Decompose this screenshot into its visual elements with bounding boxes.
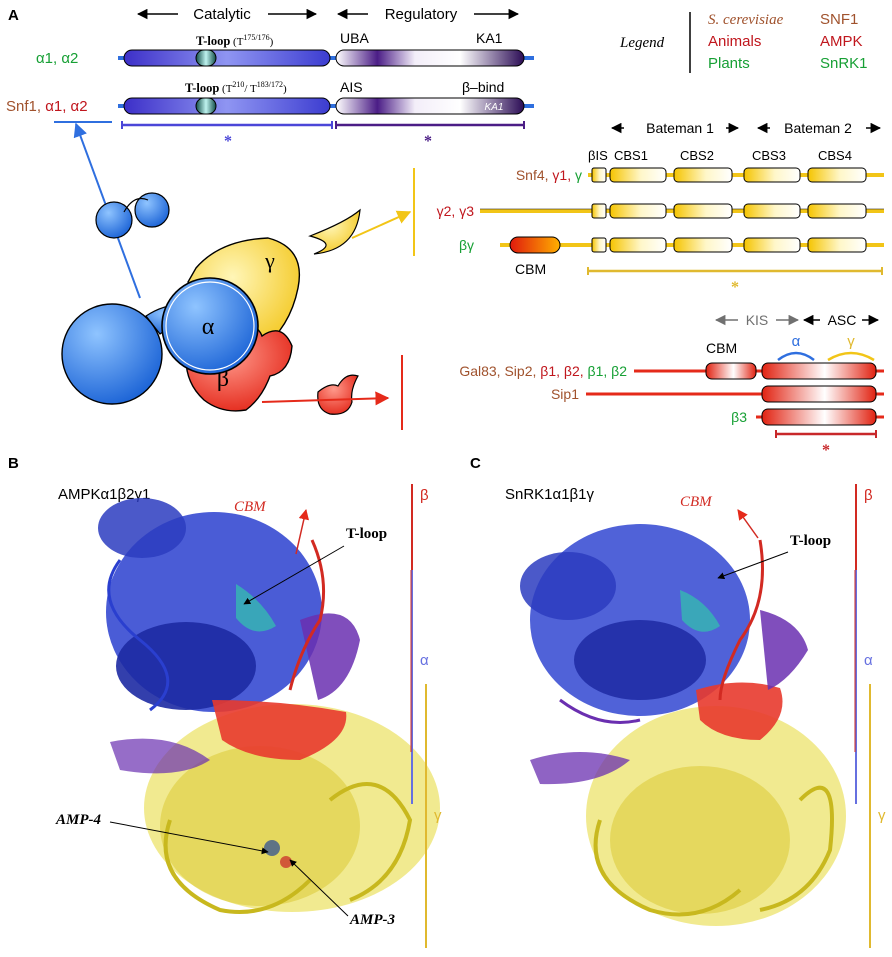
gamma-domain-bar-1 xyxy=(588,168,884,182)
beta-bind-label: β–bind xyxy=(462,79,504,95)
ais-label: AIS xyxy=(340,79,363,95)
legend-plant-group: Plants xyxy=(708,55,750,72)
panel-b-amp4-label: AMP-4 xyxy=(55,812,102,828)
beta-row3-species: β3 xyxy=(731,409,747,425)
tloop-label-bottom: T-loop (T210/ T183/172) xyxy=(185,80,287,95)
panel-b-gamma-label: γ xyxy=(434,807,442,824)
beta-domain-bar-3 xyxy=(756,409,884,425)
legend-yeast-complex: SNF1 xyxy=(820,11,858,28)
panel-b-cbm-label: CBM xyxy=(234,499,267,515)
bis-label: βIS xyxy=(588,148,608,163)
panel-b-cbm-arrow xyxy=(296,510,306,554)
alpha-catalytic-bracket xyxy=(122,121,332,129)
bateman2-label: Bateman 2 xyxy=(784,120,852,136)
panel-c-title: SnRK1α1β1γ xyxy=(505,486,595,503)
tloop-segment xyxy=(196,50,216,66)
beta-bracket xyxy=(776,430,876,438)
legend-animal-complex: AMPK xyxy=(820,33,863,50)
cartoon-alpha-label: α xyxy=(202,314,215,340)
cbs2-label: CBS2 xyxy=(680,148,714,163)
panel-b-beta-label: β xyxy=(420,487,429,504)
alpha-domain-bar-yeast xyxy=(118,98,534,114)
gamma-cbm-label: CBM xyxy=(515,261,546,277)
alpha-kinase-lobe xyxy=(62,304,162,404)
snrk1-structure-ribbon xyxy=(520,524,846,926)
alpha-species-yeast-animal: Snf1, α1, α2 xyxy=(6,98,88,115)
uba-label: UBA xyxy=(340,30,369,46)
ka1-label: KA1 xyxy=(476,30,503,46)
legend-yeast-group: S. cerevisiae xyxy=(708,12,784,28)
beta-alpha-binding-arc xyxy=(778,353,814,360)
alpha-catalytic-star: * xyxy=(224,133,232,150)
alpha-species-animal-plant: α1, α2 xyxy=(36,50,78,67)
panel-c-beta-label: β xyxy=(864,487,873,504)
bateman1-label: Bateman 1 xyxy=(646,120,714,136)
ampk-structure-ribbon xyxy=(98,498,440,912)
ka1-inset-label: KA1 xyxy=(485,102,504,113)
gamma-star: * xyxy=(731,279,739,296)
regulatory-label: Regulatory xyxy=(385,6,458,23)
panel-b-amp3-label: AMP-3 xyxy=(349,912,396,928)
cbs3-label: CBS3 xyxy=(752,148,786,163)
asc-label: ASC xyxy=(828,312,857,328)
cartoon-gamma-label: γ xyxy=(264,248,275,273)
panel-a-label: A xyxy=(8,7,19,24)
gamma-row3-species: βγ xyxy=(459,237,474,253)
alpha-regulatory-bracket xyxy=(336,121,524,129)
gamma-domain-bar-2 xyxy=(480,204,884,218)
gamma-row2-species: γ2, γ3 xyxy=(437,203,475,219)
alpha-regulatory-star: * xyxy=(424,133,432,150)
free-gamma-shape xyxy=(310,210,360,254)
kis-label: KIS xyxy=(746,312,769,328)
panel-c-alpha-label: α xyxy=(864,652,873,669)
beta-cbm-label: CBM xyxy=(706,340,737,356)
beta-domain-bar-2 xyxy=(586,386,884,402)
plant-cbm-segment xyxy=(510,237,560,253)
cbs4-label: CBS4 xyxy=(818,148,852,163)
legend-animal-group: Animals xyxy=(708,33,761,50)
cbs1-label: CBS1 xyxy=(614,148,648,163)
heterotrimer-cartoon: γ β α xyxy=(62,124,410,414)
panel-b-tloop-label: T-loop xyxy=(346,526,387,542)
panel-c-cbm-label: CBM xyxy=(680,494,713,510)
panel-c-gamma-label: γ xyxy=(878,807,886,824)
alpha-domain-bar-animal xyxy=(118,50,534,66)
beta-domain-bar-1 xyxy=(634,363,884,379)
free-beta-shape xyxy=(318,375,358,414)
beta-row1-species: Gal83, Sip2, β1, β2, β1, β2 xyxy=(459,363,627,379)
panel-b-alpha-label: α xyxy=(420,652,429,669)
gamma-bracket xyxy=(588,267,882,275)
gamma-row1-species: Snf4, γ1, γ xyxy=(516,167,582,183)
panel-c-cbm-arrow xyxy=(738,510,758,538)
panel-c-label: C xyxy=(470,455,481,472)
legend-plant-complex: SnRK1 xyxy=(820,55,868,72)
tloop-label-top: T-loop (T175/176) xyxy=(196,33,274,48)
catalytic-label: Catalytic xyxy=(193,6,251,23)
beta-row2-species: Sip1 xyxy=(551,386,579,402)
beta-gamma-binding-arc xyxy=(828,353,874,360)
panel-c-tloop-label: T-loop xyxy=(790,533,831,549)
gamma-domain-bar-3 xyxy=(500,237,884,253)
beta-alpha-mark: α xyxy=(792,333,801,350)
legend-title: Legend xyxy=(619,35,665,51)
beta-star: * xyxy=(822,442,830,459)
panel-b-label: B xyxy=(8,455,19,472)
beta-gamma-mark: γ xyxy=(847,333,855,350)
